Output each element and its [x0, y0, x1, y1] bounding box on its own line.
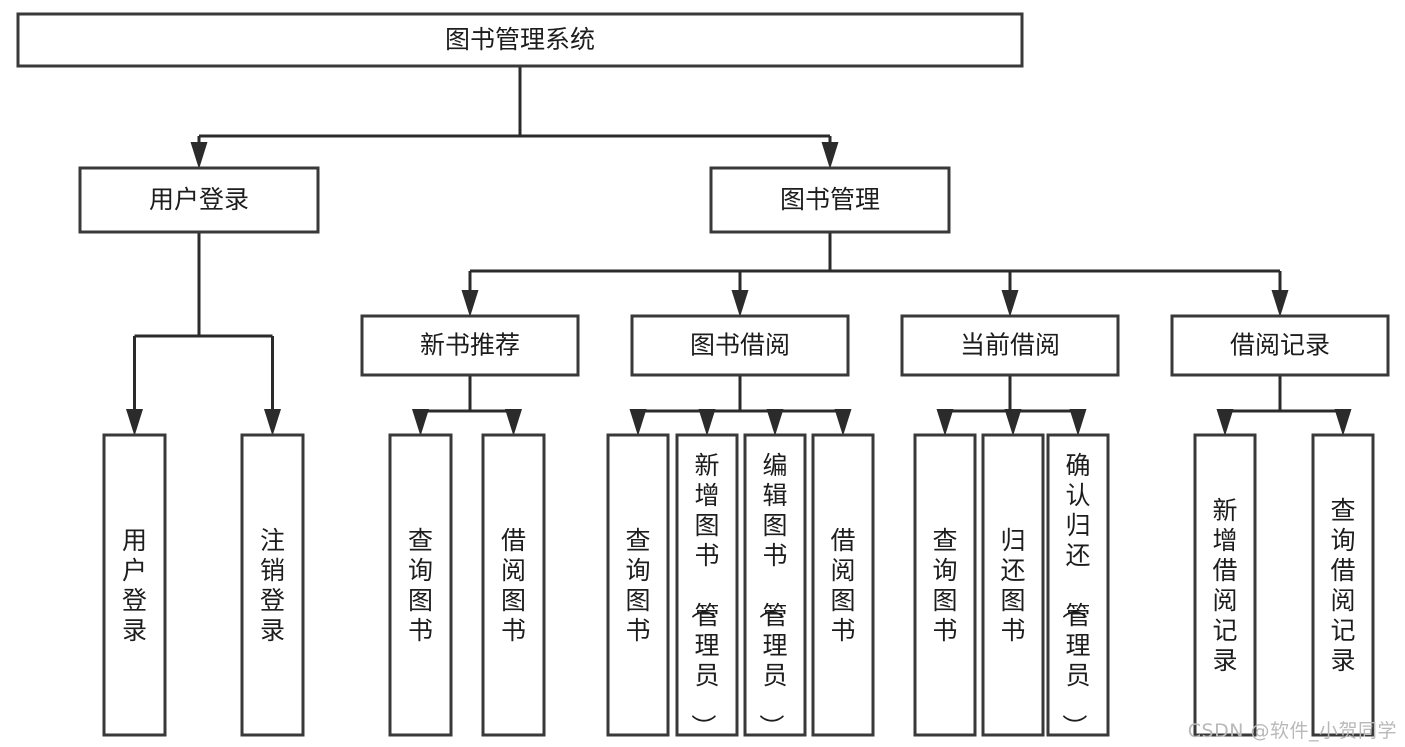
- node-box[interactable]: [16, 12, 1024, 68]
- connector-arrowhead: [412, 409, 429, 436]
- node-box[interactable]: [913, 433, 977, 737]
- node-box[interactable]: [1170, 314, 1390, 377]
- node-leaf-cur-confirm[interactable]: 确认归还（管理员）: [1046, 433, 1110, 739]
- connector-arrowhead: [264, 409, 281, 436]
- node-box[interactable]: [709, 166, 951, 234]
- node-label: 图书借阅: [690, 331, 790, 360]
- node-box[interactable]: [1193, 433, 1257, 737]
- node-leaf-bk-add[interactable]: 新增图书（管理员）: [675, 433, 739, 739]
- connector-arrowhead: [766, 409, 784, 436]
- connector-arrowhead: [126, 409, 143, 436]
- node-leaf-cur-query[interactable]: 查询图书: [913, 433, 977, 737]
- csdn-watermark: CSDN @软件_小贺同学: [1187, 720, 1397, 742]
- node-bookmgmt[interactable]: 图书管理: [709, 166, 951, 234]
- node-box[interactable]: [630, 314, 850, 377]
- connector-arrowhead: [731, 290, 749, 317]
- connector-group: [126, 232, 281, 436]
- node-root[interactable]: 图书管理系统: [16, 12, 1024, 68]
- connector-arrowhead: [1004, 409, 1022, 436]
- node-label: 借阅记录: [1230, 331, 1330, 360]
- connector-group: [412, 375, 522, 436]
- node-box[interactable]: [743, 433, 807, 737]
- node-label: 确认归还（管理员）: [1059, 451, 1090, 739]
- node-box[interactable]: [240, 433, 305, 737]
- node-leaf-rec-query[interactable]: 查询借阅记录: [1311, 433, 1375, 737]
- node-box[interactable]: [388, 433, 453, 737]
- connector-group: [629, 375, 852, 436]
- node-label: 图书管理: [780, 185, 880, 214]
- node-label: 注销登录: [260, 526, 285, 645]
- node-label: 新增图书（管理员）: [688, 451, 719, 739]
- node-label: 查询图书: [408, 526, 433, 645]
- node-box[interactable]: [606, 433, 670, 737]
- connector-group: [1216, 375, 1352, 436]
- connector-arrowhead: [1216, 409, 1234, 436]
- connector-arrowhead: [461, 290, 479, 317]
- connector-arrowhead: [698, 409, 716, 436]
- node-box[interactable]: [675, 433, 739, 737]
- node-box[interactable]: [1311, 433, 1375, 737]
- node-box[interactable]: [1046, 433, 1110, 737]
- node-records[interactable]: 借阅记录: [1170, 314, 1390, 377]
- connector-arrowhead: [821, 142, 839, 169]
- node-leaf-bk-edit[interactable]: 编辑图书（管理员）: [743, 433, 807, 739]
- connector-group: [190, 66, 839, 169]
- node-label: 借阅图书: [501, 526, 526, 645]
- node-box[interactable]: [481, 433, 546, 737]
- node-label: 图书管理系统: [445, 25, 595, 54]
- node-label: 新书推荐: [420, 331, 520, 360]
- node-box[interactable]: [360, 314, 580, 377]
- connector-arrowhead: [505, 409, 522, 436]
- node-label: 查询图书: [932, 526, 957, 645]
- node-label: 借阅图书: [830, 526, 855, 645]
- node-leaf-user-login[interactable]: 用户登录: [102, 433, 167, 737]
- node-label: 查询借阅记录: [1330, 496, 1355, 675]
- connector-arrowhead: [1334, 409, 1352, 436]
- node-login[interactable]: 用户登录: [78, 166, 320, 234]
- node-label: 用户登录: [149, 185, 249, 214]
- node-leaf-cur-return[interactable]: 归还图书: [981, 433, 1045, 737]
- node-layer: 图书管理系统用户登录图书管理新书推荐图书借阅当前借阅借阅记录用户登录注销登录查询…: [16, 12, 1390, 739]
- node-label: 查询图书: [625, 526, 650, 645]
- connector-group: [461, 232, 1289, 317]
- node-label: 编辑图书（管理员）: [756, 451, 787, 739]
- node-box[interactable]: [811, 433, 875, 737]
- node-leaf-bk-borrow[interactable]: 借阅图书: [811, 433, 875, 737]
- node-leaf-nb-borrow[interactable]: 借阅图书: [481, 433, 546, 737]
- connector-arrowhead: [190, 142, 208, 169]
- node-label: 用户登录: [122, 526, 147, 645]
- connector-layer: [126, 66, 1352, 436]
- node-borrow[interactable]: 图书借阅: [630, 314, 850, 377]
- connector-arrowhead: [834, 409, 852, 436]
- node-label: 当前借阅: [960, 331, 1060, 360]
- node-leaf-nb-query[interactable]: 查询图书: [388, 433, 453, 737]
- node-box[interactable]: [102, 433, 167, 737]
- node-box[interactable]: [981, 433, 1045, 737]
- connector-group: [936, 375, 1087, 436]
- node-current[interactable]: 当前借阅: [900, 314, 1120, 377]
- connector-arrowhead: [1271, 290, 1289, 317]
- node-leaf-bk-query[interactable]: 查询图书: [606, 433, 670, 737]
- node-label: 归还图书: [1000, 526, 1025, 645]
- connector-arrowhead: [1069, 409, 1087, 436]
- connector-arrowhead: [1001, 290, 1019, 317]
- node-box[interactable]: [900, 314, 1120, 377]
- node-label: 新增借阅记录: [1212, 496, 1237, 675]
- node-newbook[interactable]: 新书推荐: [360, 314, 580, 377]
- node-leaf-user-logout[interactable]: 注销登录: [240, 433, 305, 737]
- connector-arrowhead: [936, 409, 954, 436]
- node-leaf-rec-add[interactable]: 新增借阅记录: [1193, 433, 1257, 737]
- node-box[interactable]: [78, 166, 320, 234]
- connector-arrowhead: [629, 409, 647, 436]
